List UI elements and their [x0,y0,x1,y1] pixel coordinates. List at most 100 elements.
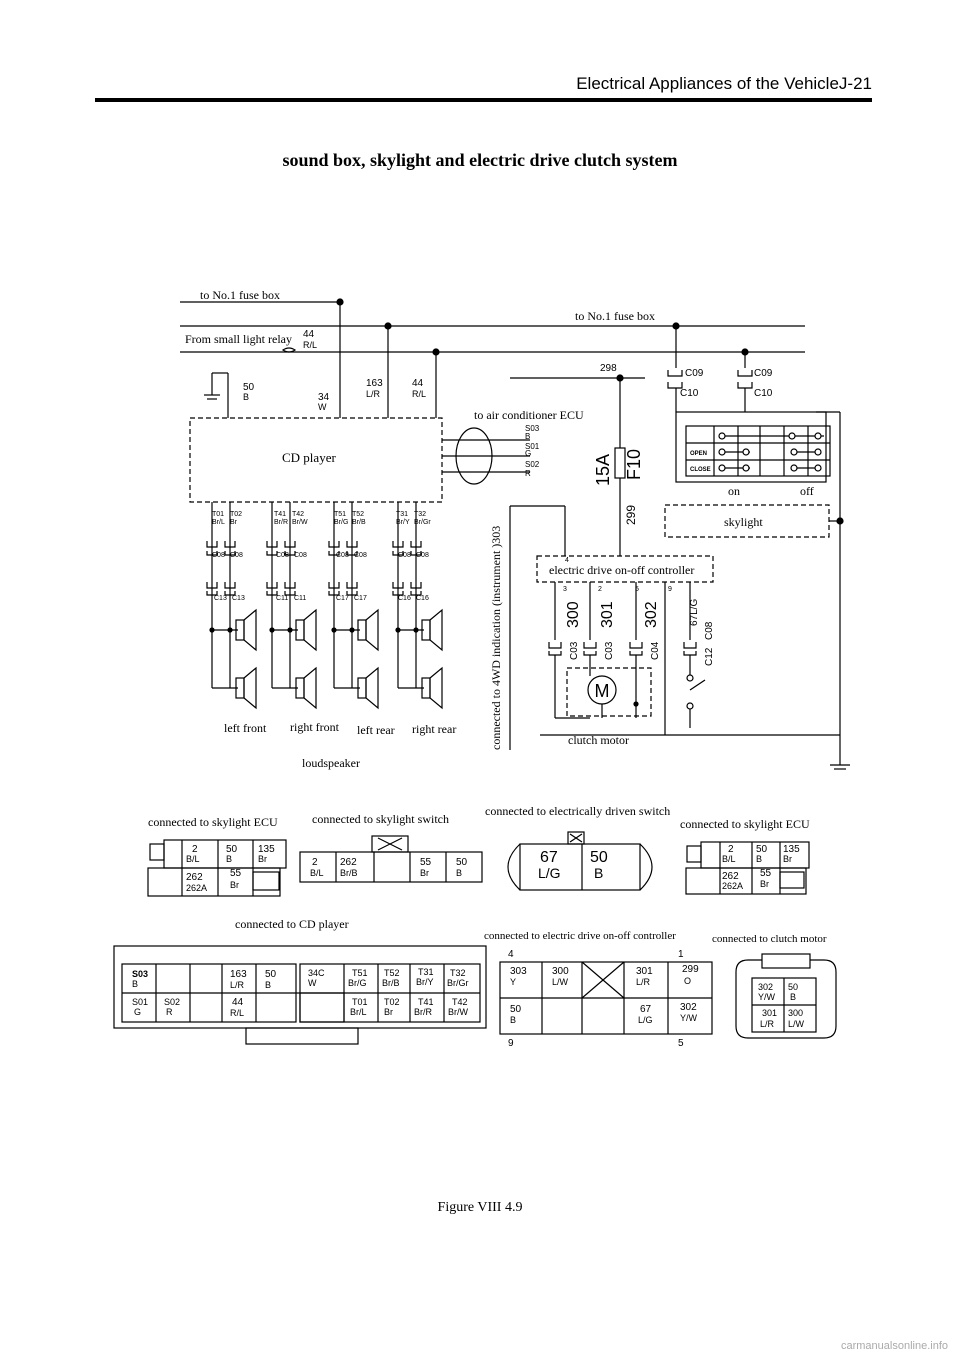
speaker-icon [421,666,443,710]
wire-34-number: 34 [318,392,330,403]
pin-number: 34C [308,968,325,978]
small-light-relay-label: From small light relay [185,332,292,346]
pin-color: B/L [310,868,324,878]
fuse-box-label: to No.1 fuse box [200,288,280,302]
pin-color: Br/Gr [447,978,469,988]
pin-color: O [684,976,691,986]
pin-color: L/R [760,1019,775,1029]
skylight-switch-box [675,411,827,483]
terminal-id: T51 [334,511,346,518]
pin-number: 262 [186,872,203,883]
ground-wire-color: B [243,392,249,402]
terminal-color: Br/B [352,519,366,526]
connector-lower [392,582,404,596]
pin-number: 55 [230,868,242,879]
connector-label: C17 [354,595,367,602]
c09-label: C09 [685,368,704,379]
terminal-id: T02 [230,511,242,518]
wire-44-color: R/L [412,389,426,399]
pin-color: L/W [788,1019,805,1029]
wire-302-number: 302 [643,601,660,628]
pin-number: S03 [132,969,148,979]
c09-label: C09 [754,368,773,379]
skylight-switch-table [685,425,831,477]
s02-color: R [525,469,531,478]
controller-pin: 4 [565,557,569,564]
speaker-icon [235,666,257,710]
pin-color: Br [783,854,792,864]
s01-color: G [525,449,531,458]
pin-color: 262A [722,881,743,891]
pin-color: Y/W [758,992,776,1002]
pin-color: G [134,1007,141,1017]
connector-lower [410,582,422,596]
speaker-icon [421,608,443,652]
cd-connectors: C08 C08 C08 C08 C08 C08 C08 C08 C13 C13 … [206,541,429,602]
connector-label: C17 [336,595,349,602]
skylight-off-label: off [800,484,814,498]
pin-number: 67 [540,849,558,866]
relay-wire-color: R/L [303,340,317,350]
pin-number: 303 [510,966,527,977]
connector-c08 [284,541,296,556]
controller-box [536,555,714,583]
ecu-label: to air conditioner ECU [474,408,584,422]
connector-heading: connected to clutch motor [712,933,827,945]
connector-heading: connected to skylight ECU [680,817,810,831]
pin-color: Br/W [448,1007,469,1017]
pin-number: 299 [682,964,699,975]
connector-heading: connected to skylight switch [312,812,449,826]
connector-heading: connected to electric drive on-off contr… [484,930,676,942]
pin-color: B [594,865,603,881]
controller-connector: connected to electric drive on-off contr… [484,930,713,1049]
pin-number: 135 [783,844,800,855]
pin-number: 262 [340,857,357,868]
connector-c08 [328,541,340,556]
skylight-on-label: on [728,484,740,498]
pin-color: Br/B [382,978,400,988]
c03-label: C03 [604,641,615,660]
connector-lower [224,582,236,596]
connector-c03 [548,642,562,656]
header-title: Electrical Appliances of the VehicleJ-21 [576,74,872,93]
pin-color: B [132,979,138,989]
c10-label: C10 [680,388,699,399]
fuse-box-label-2: to No.1 fuse box [575,309,655,323]
terminal-color: Br [230,519,238,526]
pin-color: Br [760,879,769,889]
pin-number: T01 [352,997,368,1007]
connector-label: C16 [398,595,411,602]
controller-pin: 3 [563,586,567,593]
pin-number: 50 [756,844,768,855]
connector-lower [266,582,278,596]
terminal-id: T01 [212,511,224,518]
connector-c04 [629,642,643,656]
pin-color: B [756,854,762,864]
terminal-color: Br/L [212,519,225,526]
connector-c03 [583,642,597,656]
terminal-id: T32 [414,511,426,518]
footer-watermark: carmanualsonline.info [840,1340,948,1352]
cd-player-connector: connected to CD player S03 B 163 L/R 50 … [113,917,487,1045]
pin-number: T42 [452,997,468,1007]
skylight-close-row: CLOSE [690,467,711,473]
pin-color: W [308,978,317,988]
pin-number: T41 [418,997,434,1007]
pin-color: Br/B [340,868,358,878]
pin-number: 2 [312,857,318,868]
pin-number: T02 [384,997,400,1007]
terminal-color: Br/G [334,519,348,526]
pin-number: 44 [232,997,244,1008]
cd-terminal-labels: T01 Br/L T02 Br T41 Br/R T42 Br/W T51 Br… [212,511,431,526]
wire-298-number: 298 [600,363,617,374]
electric-switch-connector: connected to electrically driven switch … [485,804,670,891]
controller-connector-pin: 4 [508,949,514,960]
terminal-id: T42 [292,511,304,518]
connector-heading: connected to skylight ECU [148,815,278,829]
pin-number: 50 [265,969,277,980]
controller-pin: 2 [598,586,602,593]
controller-connector-pin: 1 [678,949,684,960]
loudspeaker-label: loudspeaker [302,756,360,770]
wire-67-number: 67L/G [689,599,700,626]
